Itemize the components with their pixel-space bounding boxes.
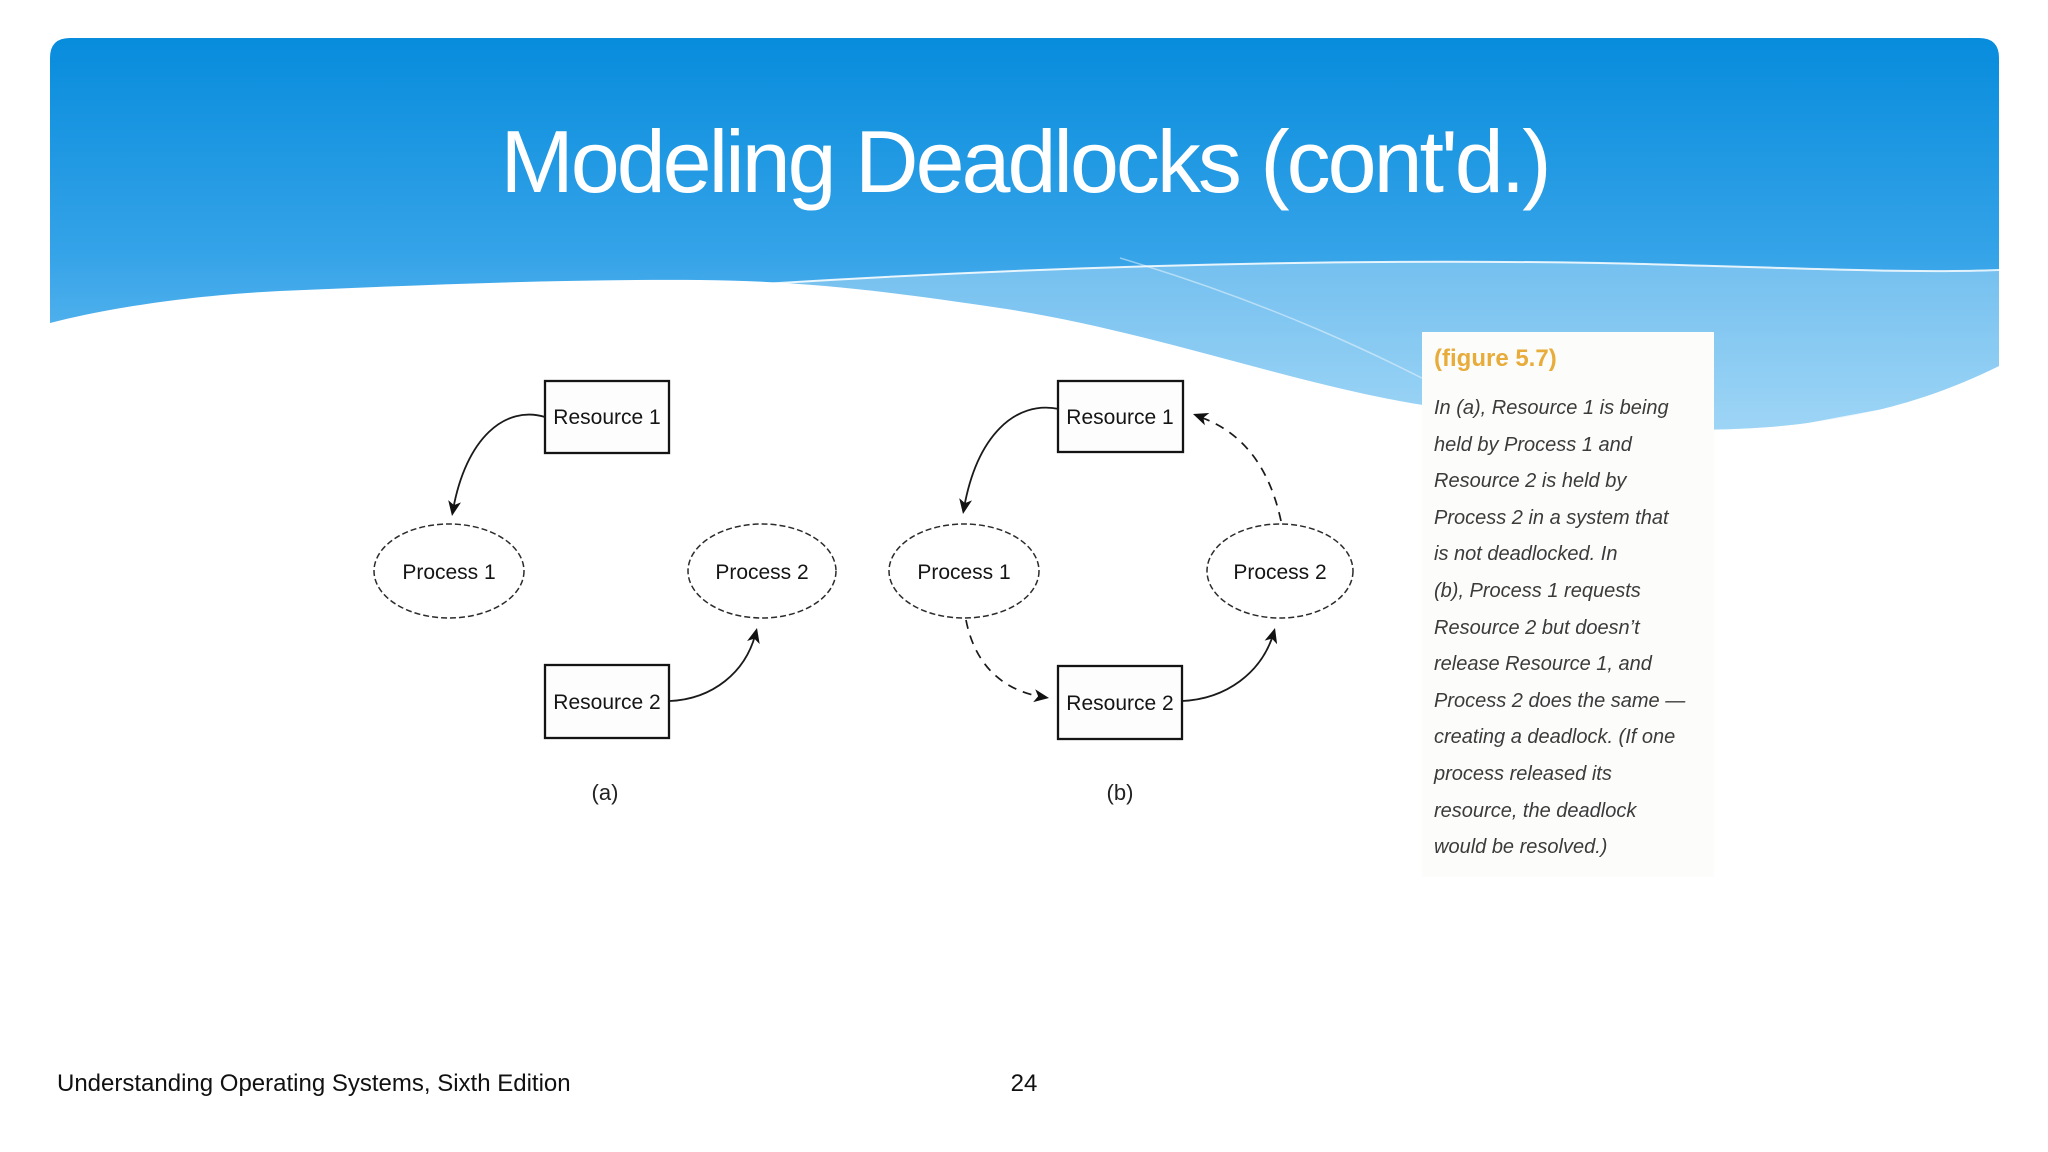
resource2-box-a <box>543 663 671 740</box>
process2-label-a: Process 2 <box>715 561 808 584</box>
process1-ellipse-b <box>888 523 1040 619</box>
edge-r1-to-p1-a <box>452 413 546 511</box>
diagram-b: Resource 1 Process 1 Process 2 Resource … <box>888 379 1354 805</box>
resource1-box-a <box>543 379 671 455</box>
arrowhead <box>1193 413 1210 426</box>
process2-ellipse-b <box>1206 523 1354 619</box>
figure-caption-label: (figure 5.7) <box>1434 345 1557 372</box>
header-wave-shape <box>50 38 1999 430</box>
arrowhead <box>448 500 462 516</box>
process1-ellipse-a <box>373 523 525 619</box>
arrowhead <box>747 628 760 645</box>
wave-hairline-upper <box>699 260 2000 289</box>
resource1-label-a: Resource 1 <box>553 406 660 429</box>
figure-caption-box: (figure 5.7) In (a), Resource 1 is being… <box>1422 332 1714 877</box>
process1-label-b: Process 1 <box>917 561 1010 584</box>
edge-r2-to-p2-a <box>669 631 757 702</box>
slide-footer: Understanding Operating Systems, Sixth E… <box>0 1070 2048 1100</box>
arrowhead <box>1264 628 1278 645</box>
footer-page-number: 24 <box>1010 1070 1038 1097</box>
edge-p1-to-r2-b-dashed <box>965 619 1044 698</box>
process1-label-a: Process 1 <box>402 561 495 584</box>
resource2-box-b <box>1056 664 1184 741</box>
edge-p2-to-r1-b-dashed <box>1199 416 1282 522</box>
figure-caption-text: In (a), Resource 1 is being held by Proc… <box>1434 397 1686 859</box>
arrowhead <box>1033 689 1049 703</box>
panel-label-a: (a) <box>592 780 619 805</box>
diagram-a: Resource 1 Process 1 Process 2 Resource … <box>373 379 837 805</box>
resource1-label-b: Resource 1 <box>1066 406 1173 429</box>
resource1-box-b <box>1056 379 1185 454</box>
resource2-label-a: Resource 2 <box>553 691 660 714</box>
panel-label-b: (b) <box>1107 780 1134 805</box>
process2-ellipse-a <box>687 523 837 619</box>
arrowhead <box>959 498 973 514</box>
edge-r2-to-p2-b <box>1181 631 1275 702</box>
resource2-label-b: Resource 2 <box>1066 692 1173 715</box>
footer-book-title: Understanding Operating Systems, Sixth E… <box>57 1070 571 1097</box>
page-title: Modeling Deadlocks (cont'd.) <box>500 112 1551 211</box>
edge-r1-to-p1-b <box>963 406 1060 509</box>
process2-label-b: Process 2 <box>1233 561 1326 584</box>
